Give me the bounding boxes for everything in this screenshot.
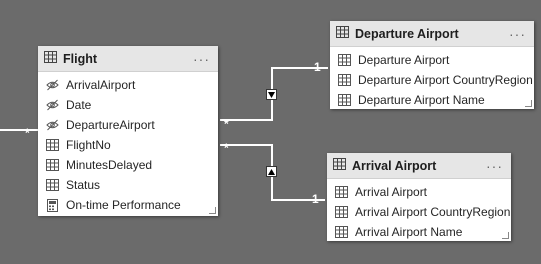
field-row[interactable]: MinutesDelayed	[38, 155, 218, 175]
table-icon	[333, 157, 346, 175]
column-icon	[338, 94, 351, 107]
table-title: Flight	[63, 51, 98, 66]
field-row[interactable]: FlightNo	[38, 135, 218, 155]
field-row[interactable]: ArrivalAirport	[38, 75, 218, 95]
cardinality-one-label: 1	[312, 192, 319, 206]
field-label: Departure Airport Name	[358, 93, 485, 107]
resize-handle-icon[interactable]	[209, 207, 216, 214]
table-header-arrival-airport[interactable]: Arrival Airport ···	[327, 153, 511, 179]
filter-direction-up-icon[interactable]	[266, 166, 277, 177]
column-icon	[335, 186, 348, 199]
table-icon	[44, 50, 57, 68]
table-header-departure-airport[interactable]: Departure Airport ···	[330, 21, 534, 47]
field-label: Departure Airport	[358, 53, 450, 67]
field-label: Arrival Airport CountryRegion	[355, 205, 511, 219]
field-row[interactable]: Arrival Airport Name	[327, 222, 511, 242]
column-icon	[335, 206, 348, 219]
resize-handle-icon[interactable]	[525, 100, 532, 107]
field-label: Date	[66, 98, 92, 112]
field-row[interactable]: Departure Airport Name	[330, 90, 534, 110]
field-row[interactable]: Arrival Airport CountryRegion	[327, 202, 511, 222]
table-icon	[336, 25, 349, 43]
field-row[interactable]: Status	[38, 175, 218, 195]
field-label: MinutesDelayed	[66, 158, 153, 172]
filter-direction-down-icon[interactable]	[266, 89, 277, 100]
hidden-eye-icon	[46, 79, 59, 92]
column-icon	[338, 74, 351, 87]
calculator-icon	[46, 198, 59, 212]
cardinality-many-label: *	[224, 117, 229, 131]
more-options-button[interactable]: ···	[509, 25, 526, 42]
table-title: Arrival Airport	[352, 158, 437, 173]
column-icon	[335, 226, 348, 239]
field-label: Arrival Airport	[355, 185, 428, 199]
resize-handle-icon[interactable]	[502, 232, 509, 239]
cardinality-many-label: *	[25, 126, 30, 140]
field-row[interactable]: Departure Airport	[330, 50, 534, 70]
field-row[interactable]: Date	[38, 95, 218, 115]
field-row[interactable]: Departure Airport CountryRegion	[330, 70, 534, 90]
field-label: Status	[66, 178, 101, 192]
field-label: FlightNo	[66, 138, 111, 152]
column-icon	[46, 159, 59, 172]
hidden-eye-icon	[46, 99, 59, 112]
column-icon	[46, 179, 59, 192]
field-label: ArrivalAirport	[66, 78, 136, 92]
cardinality-many-label: *	[224, 141, 229, 155]
field-row[interactable]: On-time Performance	[38, 195, 218, 215]
table-header-flight[interactable]: Flight ···	[38, 46, 218, 72]
cardinality-one-label: 1	[314, 60, 321, 74]
table-title: Departure Airport	[355, 26, 459, 41]
more-options-button[interactable]: ···	[193, 50, 210, 67]
field-label: On-time Performance	[66, 198, 181, 212]
field-label: DepartureAirport	[66, 118, 155, 132]
more-options-button[interactable]: ···	[486, 157, 503, 174]
field-row[interactable]: DepartureAirport	[38, 115, 218, 135]
column-icon	[338, 54, 351, 67]
field-row[interactable]: Arrival Airport	[327, 182, 511, 202]
field-label: Arrival Airport Name	[355, 225, 463, 239]
field-label: Departure Airport CountryRegion	[358, 73, 533, 87]
column-icon	[46, 139, 59, 152]
hidden-eye-icon	[46, 119, 59, 132]
